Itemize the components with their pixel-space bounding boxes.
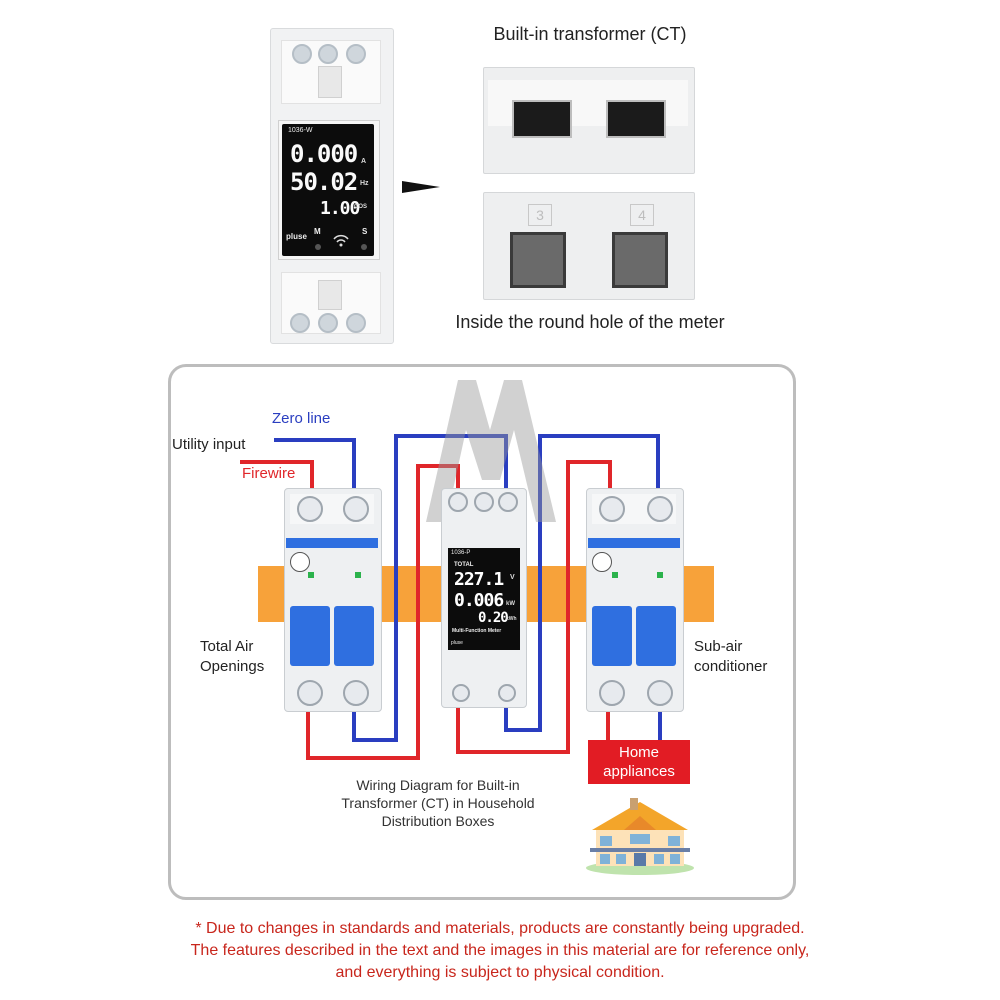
screw-icon <box>297 680 323 706</box>
meter-controls-icons <box>315 234 367 250</box>
screw-icon <box>343 496 369 522</box>
screw-icon <box>452 684 470 702</box>
breaker-toggle[interactable] <box>636 606 676 666</box>
home-appliances-line2: appliances <box>603 763 675 780</box>
breaker-toggle[interactable] <box>290 606 330 666</box>
unit-current: A <box>361 158 367 165</box>
center-button-label: pluse <box>451 640 463 646</box>
button-label-m: M <box>314 227 321 236</box>
indicator-icon <box>657 572 663 578</box>
reading-frequency: 50.02 <box>290 168 358 196</box>
breaker-toggle[interactable] <box>592 606 632 666</box>
center-reading-power: 0.006 <box>454 590 504 611</box>
center-unit-power: kW <box>506 601 515 607</box>
notice-line3: and everything is subject to physical co… <box>335 964 665 981</box>
meter-display: 1036-W 0.000 A 50.02 Hz 1.00 COS pluse M… <box>282 124 374 256</box>
ccc-mark-icon <box>592 552 612 572</box>
neutral-input-wire <box>274 438 356 494</box>
utility-input-label: Utility input <box>172 436 246 453</box>
total-breaker <box>284 488 382 712</box>
center-unit-voltage: V <box>510 574 515 581</box>
terminal-hole <box>612 232 668 288</box>
unit-frequency: Hz <box>360 180 369 187</box>
diagram-caption: Wiring Diagram for Built-in Transformer … <box>316 776 560 830</box>
live-input-wire <box>240 460 314 494</box>
ct-title: Built-in transformer (CT) <box>493 24 687 44</box>
meter-model: 1036-W <box>288 127 313 134</box>
sub-breaker <box>586 488 684 712</box>
center-unit-energy: kWh <box>506 616 517 622</box>
center-meter-total: TOTAL <box>454 562 474 568</box>
sub-air-label-line1: Sub-air <box>694 638 743 655</box>
wifi-icon <box>333 234 349 240</box>
screw-icon <box>318 44 338 64</box>
screw-icon <box>599 496 625 522</box>
screw-icon <box>346 313 366 333</box>
center-meter-display: 1036-P TOTAL 227.1 V 0.006 kW 0.20 kWh M… <box>448 548 520 650</box>
screw-icon <box>647 680 673 706</box>
brand-watermark-logo <box>426 380 556 522</box>
indicator-icon <box>308 572 314 578</box>
breaker-toggle[interactable] <box>334 606 374 666</box>
screw-icon <box>498 492 518 512</box>
zero-line-label: Zero line <box>272 410 331 427</box>
indicator-icon <box>612 572 618 578</box>
indicator-icon <box>355 572 361 578</box>
screw-icon <box>498 684 516 702</box>
reading-power-factor: 1.00 <box>320 198 360 219</box>
caption-line3: Distribution Boxes <box>381 813 495 829</box>
screw-icon <box>346 44 366 64</box>
neutral-to-meter-wire <box>352 434 508 742</box>
caption-line1: Wiring Diagram for Built-in <box>356 777 520 793</box>
screw-icon <box>343 680 369 706</box>
center-reading-voltage: 227.1 <box>454 569 504 590</box>
ct-slot <box>512 100 572 138</box>
terminal-number-4: 4 <box>630 204 654 226</box>
total-air-label-line1: Total Air <box>200 638 254 655</box>
screw-icon <box>647 496 673 522</box>
home-appliances-badge: Home appliances <box>588 740 690 784</box>
button-label-pluse: pluse <box>286 232 307 241</box>
pointer-arrow-icon <box>402 181 440 193</box>
center-meter-model: 1036-P <box>451 550 471 556</box>
notice-line1: * Due to changes in standards and materi… <box>195 920 805 937</box>
caption-line2: Transformer (CT) in Household <box>341 795 535 811</box>
screw-icon <box>318 313 338 333</box>
terminal-hole <box>510 232 566 288</box>
ct-slot <box>606 100 666 138</box>
screw-icon <box>474 492 494 512</box>
screw-icon <box>448 492 468 512</box>
home-appliances-line1: Home <box>618 744 659 761</box>
din-clip <box>318 280 342 310</box>
neutral-to-sub-wire <box>504 434 660 732</box>
s-button[interactable] <box>361 244 367 250</box>
screw-icon <box>290 313 310 333</box>
unit-power-factor: COS <box>354 204 368 210</box>
din-clip <box>318 66 342 98</box>
button-label-s: S <box>362 227 368 236</box>
firewire-label: Firewire <box>242 465 296 482</box>
center-reading-energy: 0.20 <box>478 610 509 626</box>
total-air-label-line2: Openings <box>200 658 265 675</box>
ct-caption: Inside the round hole of the meter <box>455 312 725 332</box>
m-button[interactable] <box>315 244 321 250</box>
reading-current: 0.000 <box>290 140 358 168</box>
notice-line2: The features described in the text and t… <box>190 942 810 959</box>
ccc-mark-icon <box>290 552 310 572</box>
house-icon <box>586 798 694 875</box>
center-meter-name: Multi-Function Meter <box>452 628 502 634</box>
terminal-number-3: 3 <box>528 204 552 226</box>
screw-icon <box>297 496 323 522</box>
live-to-meter-wire <box>306 464 460 760</box>
screw-icon <box>599 680 625 706</box>
sub-air-label-line2: conditioner <box>694 658 768 675</box>
screw-icon <box>292 44 312 64</box>
disclaimer-notice: * Due to changes in standards and materi… <box>60 918 940 984</box>
live-to-sub-wire <box>456 460 612 754</box>
